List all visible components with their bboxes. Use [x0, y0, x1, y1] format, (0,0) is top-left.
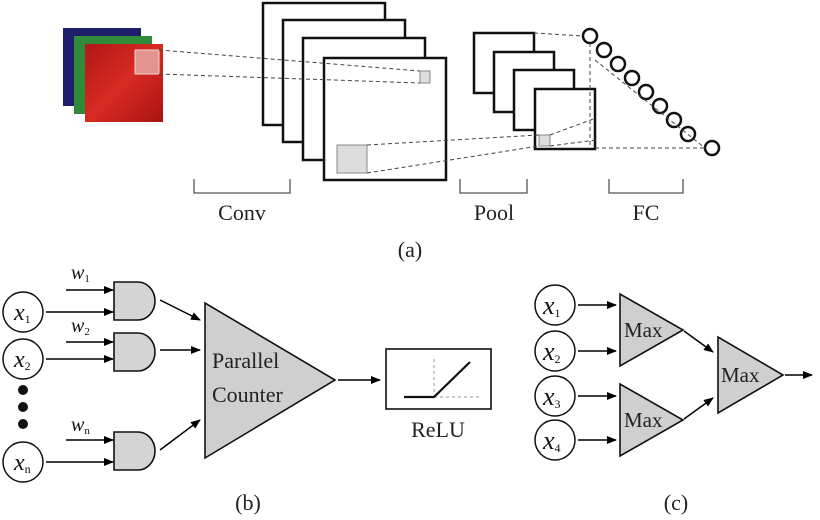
input-x2: x2	[2, 338, 44, 380]
input-xn: xn	[2, 441, 44, 483]
panel-a: Conv Pool FC (a)	[63, 1, 721, 262]
caption-c: (c)	[664, 490, 688, 515]
receptive-field-window	[134, 49, 160, 75]
and-gate-2	[113, 332, 156, 372]
max-unit-bottom	[619, 382, 685, 458]
svg-text:x1: x1	[542, 291, 561, 320]
relu-label: ReLU	[411, 417, 465, 442]
fc-neuron	[703, 139, 721, 157]
gate-to-counter-arrows	[159, 299, 201, 451]
and-gates	[113, 281, 156, 471]
max-inter-arrows	[683, 330, 813, 420]
fc-neuron	[637, 83, 655, 101]
svg-text:x2: x2	[542, 337, 561, 366]
fc-neuron	[623, 69, 641, 87]
conv-small-window	[419, 70, 431, 84]
svg-text:x1: x1	[13, 300, 31, 326]
conv-bracket	[193, 179, 291, 194]
max-input-x4: x4	[534, 419, 576, 461]
caption-a: (a)	[398, 237, 422, 262]
projection-lines	[158, 32, 706, 174]
panel-b: x1 x2 xn w1 w2 wn	[2, 262, 492, 515]
max-unit-top	[619, 292, 685, 368]
fc-neuron	[581, 27, 599, 45]
fc-neurons	[581, 27, 721, 157]
max-input-x3: x3	[534, 375, 576, 417]
max-input-x1: x1	[534, 284, 576, 326]
conv-label: Conv	[218, 200, 266, 225]
max-input-arrows	[578, 301, 617, 444]
max-label-top: Max	[624, 318, 663, 342]
gate-input-arrows	[46, 286, 114, 466]
fc-neuron	[679, 125, 697, 143]
counter-label-line1: Parallel	[212, 348, 279, 373]
panel-c: x1 x2 x3 x4 Max Max Max	[534, 284, 813, 515]
input-image-stack	[63, 28, 163, 122]
fc-bracket	[608, 179, 684, 194]
brackets	[193, 179, 684, 194]
input-x1: x1	[2, 291, 44, 333]
and-gate-1	[113, 281, 156, 321]
svg-text:xn: xn	[13, 450, 31, 476]
ellipsis-dots	[18, 385, 28, 429]
fc-neuron	[651, 97, 669, 115]
max-label-final: Max	[721, 363, 760, 387]
relu-box	[385, 348, 492, 410]
and-gate-n	[113, 431, 156, 471]
fc-neuron	[665, 111, 683, 129]
relu-curve	[404, 361, 471, 399]
weight-w2: w2	[71, 315, 90, 338]
caption-b: (b)	[235, 490, 261, 515]
pool-small-window	[538, 134, 551, 147]
conv-large-window	[336, 144, 368, 174]
max-units	[619, 292, 785, 458]
max-unit-final	[717, 335, 785, 415]
pool-bracket	[459, 179, 528, 194]
weight-w1: w1	[71, 262, 90, 285]
counter-label-line2: Counter	[212, 382, 284, 407]
pool-feature-maps	[472, 31, 597, 151]
fc-neuron	[609, 55, 627, 73]
max-input-x2: x2	[534, 330, 576, 372]
fc-label: FC	[633, 200, 660, 225]
max-label-bottom: Max	[624, 408, 663, 432]
svg-text:x3: x3	[542, 382, 561, 411]
weight-wn: wn	[71, 414, 90, 437]
svg-text:x2: x2	[13, 347, 31, 373]
pool-label: Pool	[474, 200, 514, 225]
parallel-counter	[204, 301, 337, 460]
svg-text:x4: x4	[542, 426, 561, 455]
fc-neuron	[595, 41, 613, 59]
